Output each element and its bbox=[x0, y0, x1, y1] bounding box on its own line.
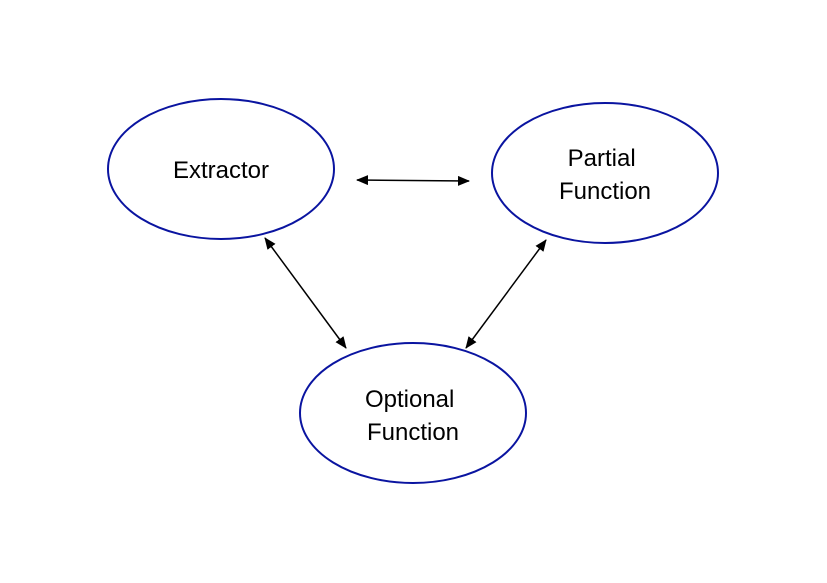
edge-extractor-partial-function bbox=[356, 175, 470, 186]
node-partial-function-label-line2: Function bbox=[559, 178, 651, 205]
node-optional-function-label-line2: Function bbox=[367, 419, 459, 446]
node-partial-function: Partial Function bbox=[491, 102, 719, 244]
edge-extractor-optional-function bbox=[264, 237, 347, 349]
node-extractor-ellipse bbox=[107, 98, 335, 240]
node-optional-function-label-line1: Optional bbox=[365, 386, 454, 413]
node-optional-function-ellipse bbox=[299, 342, 527, 484]
node-extractor: Extractor bbox=[107, 98, 335, 240]
node-partial-function-label-line1: Partial bbox=[568, 145, 636, 172]
node-extractor-label: Extractor bbox=[173, 157, 269, 184]
node-optional-function: Optional Function bbox=[299, 342, 527, 484]
edge-partial-optional-function bbox=[465, 239, 547, 349]
node-optional-function-label: Optional Function bbox=[365, 386, 461, 446]
node-partial-function-label: Partial Function bbox=[559, 145, 651, 205]
node-partial-function-ellipse bbox=[491, 102, 719, 244]
